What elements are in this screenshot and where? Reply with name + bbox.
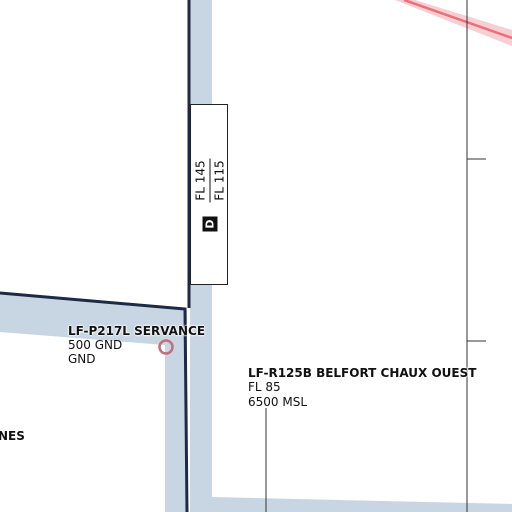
grid-line bbox=[466, 0, 486, 512]
servance-lower-limit: GND bbox=[68, 352, 96, 366]
airspace-boundary bbox=[0, 0, 191, 512]
altitude-limits: FL 145 FL 115 bbox=[193, 158, 227, 203]
airspace-class-badge: D bbox=[202, 216, 218, 232]
restricted-area-edge bbox=[395, 0, 512, 46]
limit-divider bbox=[209, 158, 211, 203]
belfort-lower-limit: 6500 MSL bbox=[248, 395, 308, 409]
belfort-zone-name: LF-R125B BELFORT CHAUX OUEST bbox=[248, 366, 477, 380]
servance-upper-limit: 500 GND bbox=[68, 338, 123, 352]
airspace-label-box: D FL 145 FL 115 bbox=[190, 104, 228, 285]
upper-limit: FL 145 bbox=[193, 160, 208, 201]
lower-limit: FL 115 bbox=[212, 160, 227, 201]
servance-point-marker bbox=[158, 339, 174, 355]
partial-zone-name: NES bbox=[0, 429, 25, 443]
belfort-upper-limit: FL 85 bbox=[248, 380, 281, 394]
servance-zone-name: LF-P217L SERVANCE bbox=[68, 324, 206, 338]
